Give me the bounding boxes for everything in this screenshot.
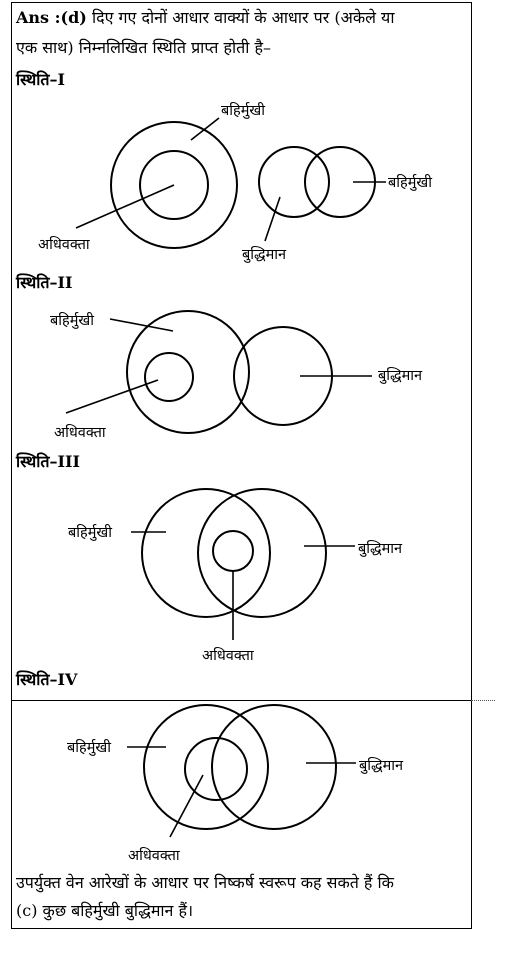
case-3-heading: स्थिति–III bbox=[16, 452, 80, 471]
case-3-label-speaker: अधिवक्ता bbox=[202, 648, 254, 664]
case-2-heading: स्थिति–II bbox=[16, 273, 73, 292]
case-1-label-extrovert-2: बहिर्मुखी bbox=[388, 175, 433, 191]
page-break-dotted-line bbox=[471, 700, 495, 701]
conclusion-line-1: उपर्युक्त वेन आरेखों के आधार पर निष्कर्ष… bbox=[16, 873, 394, 892]
case-4-intelligent-circle bbox=[211, 704, 337, 830]
intro-line-2: एक साथ) निम्नलिखित स्थिति प्राप्त होती ह… bbox=[16, 38, 271, 57]
case-2-label-intelligent: बुद्धिमान bbox=[378, 368, 423, 384]
case-2-extrovert-pointer bbox=[109, 318, 174, 332]
case-1-extrovert-pointer bbox=[190, 117, 220, 141]
case-3-intelligent-circle bbox=[197, 488, 327, 618]
case-2-label-speaker: अधिवक्ता bbox=[54, 425, 106, 441]
answer-prefix: Ans :(d) bbox=[16, 8, 87, 27]
case-4-speaker-circle bbox=[184, 737, 248, 801]
case-1-extrovert-circle bbox=[110, 121, 238, 249]
case-1-intelligent-circle bbox=[258, 146, 330, 218]
intro-line-1: Ans :(d) दिए गए दोनों आधार वाक्यों के आध… bbox=[16, 4, 468, 31]
case-4-speaker-pointer bbox=[169, 774, 204, 838]
intro-text-1: दिए गए दोनों आधार वाक्यों के आधार पर (अक… bbox=[91, 8, 395, 27]
case-2-extrovert-circle bbox=[126, 310, 250, 434]
case-1-heading: स्थिति–I bbox=[16, 70, 66, 89]
case-4-extrovert-circle bbox=[143, 704, 269, 830]
case-4-heading: स्थिति–IV bbox=[16, 670, 78, 689]
case-1-label-speaker: अधिवक्ता bbox=[38, 237, 90, 253]
case-1-intelligent-pointer bbox=[264, 196, 281, 242]
case-4-label-intelligent: बुद्धिमान bbox=[359, 758, 404, 774]
case-4-label-speaker: अधिवक्ता bbox=[128, 848, 180, 864]
answer-box-bottom bbox=[11, 700, 472, 929]
case-1-speaker-pointer bbox=[75, 184, 175, 229]
case-1-label-intelligent: बुद्धिमान bbox=[242, 247, 287, 263]
case-3-extrovert-circle bbox=[141, 488, 271, 618]
case-3-label-extrovert: बहिर्मुखी bbox=[68, 525, 113, 541]
case-2-label-extrovert: बहिर्मुखी bbox=[50, 313, 95, 329]
case-2-speaker-pointer bbox=[65, 379, 159, 414]
case-3-label-intelligent: बुद्धिमान bbox=[358, 541, 403, 557]
case-4-label-extrovert: बहिर्मुखी bbox=[67, 740, 112, 756]
conclusion-line-2: (c) कुछ बहिर्मुखी बुद्धिमान हैं। bbox=[16, 901, 194, 920]
case-2-speaker-circle bbox=[144, 352, 194, 402]
case-1-speaker-circle bbox=[139, 150, 209, 220]
case-1-label-extrovert: बहिर्मुखी bbox=[221, 103, 266, 119]
